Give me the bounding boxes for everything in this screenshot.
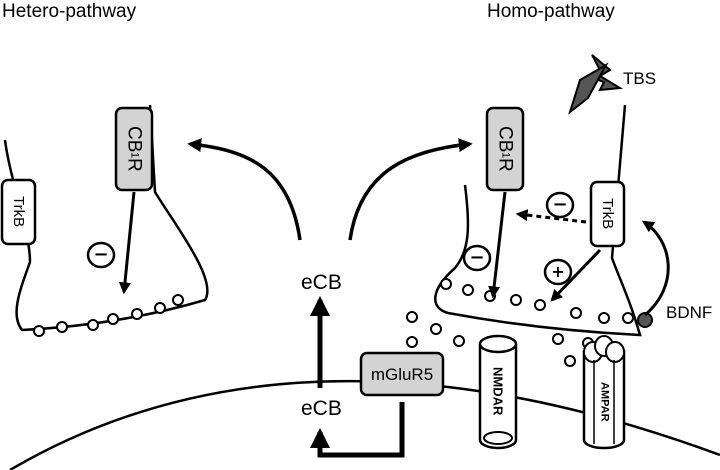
bdnf-dot — [637, 312, 653, 328]
mglur5-label: mGluR5 — [370, 364, 434, 384]
hetero-trkb-label: TrkB — [10, 196, 27, 228]
hetero-minus-sign: − — [93, 244, 109, 265]
homo-cb1r-inhibit-arrow — [488, 191, 507, 299]
trkb-facilitate-arrow — [550, 248, 602, 302]
homo-pathway-title: Homo-pathway — [487, 1, 615, 22]
homo-trkb-label: TrkB — [599, 198, 616, 230]
homo-minus-sign-1: − — [469, 247, 485, 268]
hetero-cb1r-box — [114, 106, 154, 192]
homo-cb1r-box — [485, 106, 525, 192]
tbs-label: TBS — [623, 69, 657, 88]
bdnf-to-trkb-arrow — [641, 220, 670, 317]
mglur5-to-ecb-arrow — [310, 402, 405, 458]
ecb-label-upper: eCB — [301, 271, 342, 294]
bdnf-label: BDNF — [666, 303, 713, 322]
hetero-pathway-title: Hetero-pathway — [2, 1, 137, 22]
hetero-trkb-box — [0, 178, 37, 246]
ecb-to-homo-cb1r-arrow — [348, 138, 473, 241]
homo-presynaptic-terminal — [434, 104, 642, 337]
homo-minus-circle-2 — [545, 191, 575, 219]
ecb-to-hetero-cb1r-arrow — [187, 138, 302, 241]
homo-minus-circle-1 — [462, 244, 492, 272]
hetero-vesicles — [33, 294, 184, 337]
homo-minus-sign-2: − — [552, 194, 568, 215]
ampar-channel — [582, 335, 626, 450]
ecb-label-lower: eCB — [301, 397, 342, 420]
homo-plus-circle — [543, 258, 573, 286]
nmdar-label: NMDAR — [490, 366, 506, 416]
hetero-cb1r-inhibit-arrow — [118, 191, 136, 295]
homo-plus-sign: + — [551, 262, 565, 281]
nmdar-channel — [478, 334, 518, 450]
mglur5-box — [359, 351, 445, 397]
homo-trkb-box — [589, 180, 626, 248]
ampar-label: AMPAR — [598, 382, 611, 422]
hetero-minus-circle — [86, 241, 116, 269]
trkb-to-cb1r-dashed-arrow — [515, 209, 587, 224]
